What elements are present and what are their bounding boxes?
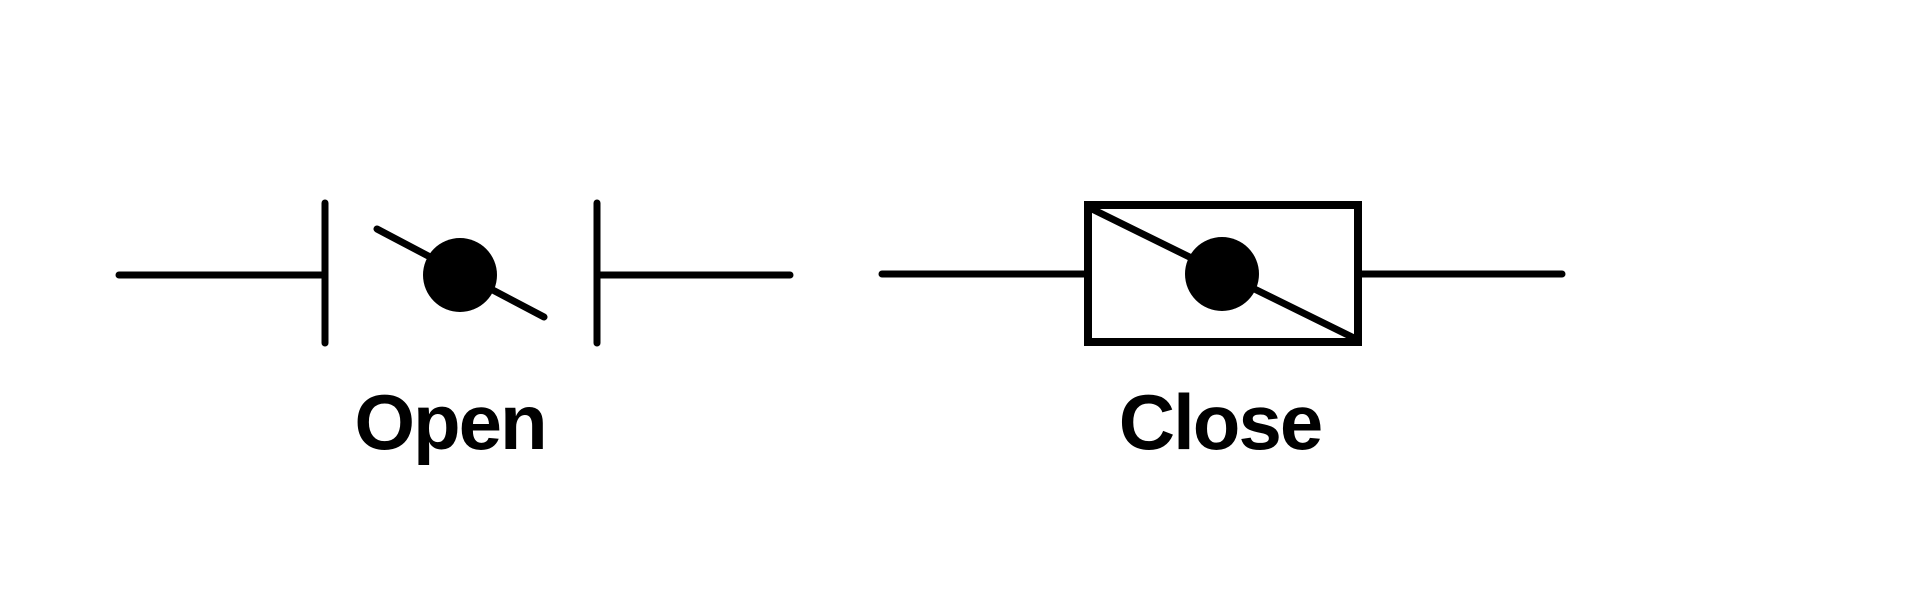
open-valve-contact-icon — [115, 199, 794, 347]
close-symbol-label: Close — [1118, 378, 1323, 466]
close-symbol-figure: Close — [865, 190, 1575, 461]
open-symbol-label: Open — [354, 378, 547, 466]
valve-dot — [423, 238, 497, 312]
closed-valve-box-icon — [878, 201, 1566, 346]
open-symbol-figure: Open — [100, 190, 800, 461]
valve-dot — [1185, 237, 1259, 311]
